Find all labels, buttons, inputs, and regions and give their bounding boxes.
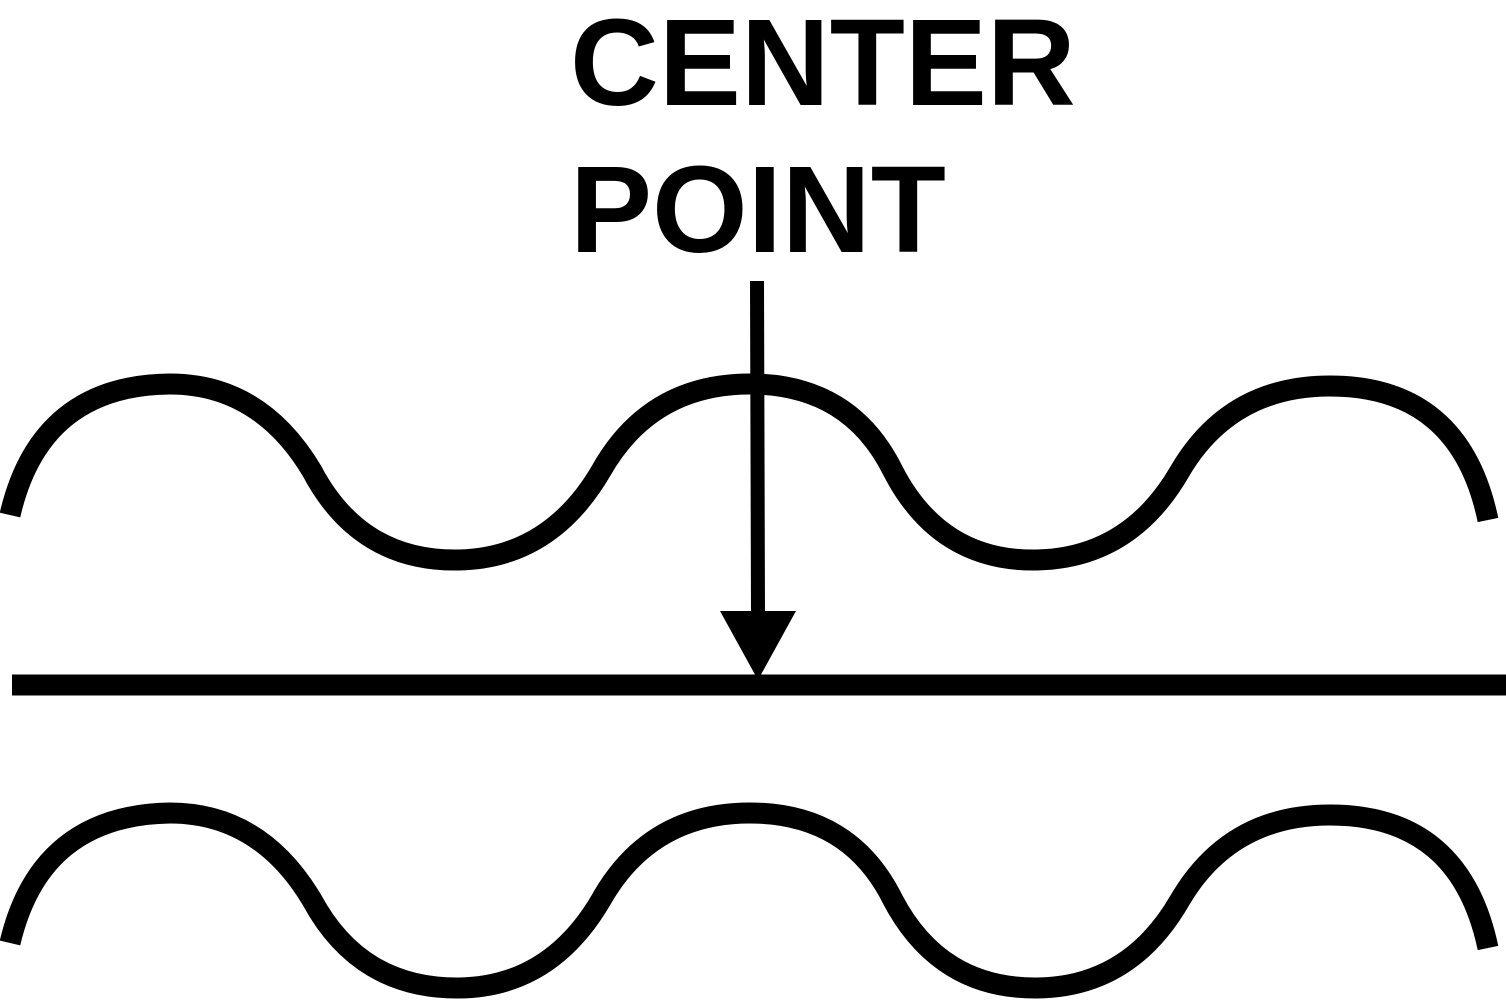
center-point-label: CENTER POINT: [570, 0, 1076, 279]
center-point-arrow: [720, 280, 796, 680]
label-line-1: CENTER: [570, 0, 1076, 132]
upper-wave-line: [0, 373, 1499, 571]
arrowhead: [720, 611, 796, 680]
arrow-shaft: [750, 280, 765, 616]
lower-wave-line: [0, 802, 1499, 999]
label-line-2: POINT: [570, 142, 946, 279]
